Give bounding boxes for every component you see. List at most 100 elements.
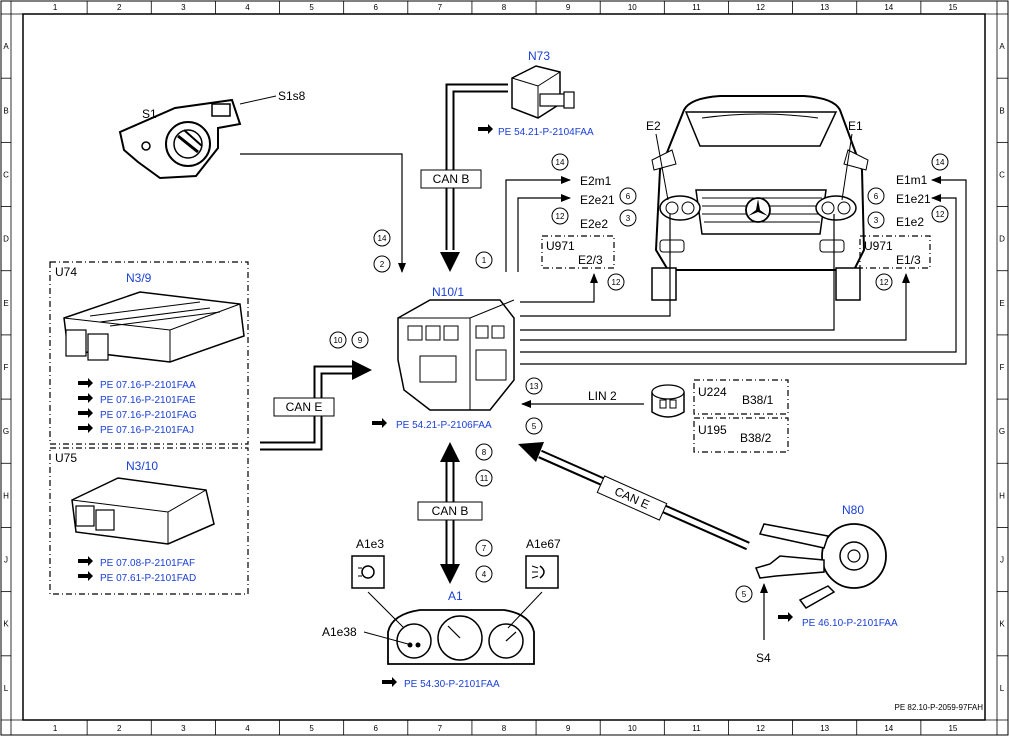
marker-l14: 14 — [551, 153, 569, 171]
grid-column-label: 14 — [884, 724, 893, 733]
label-e1e21: E1e21 — [896, 192, 931, 206]
reference-link[interactable]: PE 07.08-P-2101FAF — [78, 556, 195, 569]
marker-r12a: 12 — [931, 205, 949, 223]
svg-text:3: 3 — [626, 214, 631, 223]
label-n3-10: N3/10 — [126, 459, 158, 473]
sam-module-n10-1[interactable] — [397, 299, 515, 411]
grid-row-label: C — [999, 170, 1005, 179]
u74-references: PE 07.16-P-2101FAA PE 07.16-P-2101FAE PE 0… — [78, 378, 197, 436]
label-u74: U74 — [55, 265, 77, 279]
reference-link[interactable]: PE 07.16-P-2101FAE — [78, 393, 196, 406]
ref-a1[interactable]: PE 54.30-P-2101FAA — [382, 677, 500, 690]
grid-row-label: G — [3, 427, 9, 436]
grid-column-label: 15 — [948, 724, 957, 733]
svg-text:PE 54.30-P-2101FAA: PE 54.30-P-2101FAA — [404, 679, 500, 690]
grid-column-label: 1 — [53, 724, 58, 733]
label-a1e3: A1e3 — [356, 537, 384, 551]
lin2-label: LIN 2 — [588, 389, 617, 403]
reference-hand-icon — [478, 124, 493, 134]
ignition-switch-s1[interactable] — [118, 98, 242, 180]
marker-14a: 14 — [373, 229, 391, 247]
grid-column-label: 1 — [53, 3, 58, 12]
reference-hand-icon — [372, 418, 387, 428]
reference-hand-icon — [382, 677, 397, 687]
label-u224: U224 — [698, 385, 727, 399]
svg-text:5: 5 — [532, 422, 537, 431]
marker-7: 7 — [475, 539, 493, 557]
marker-13: 13 — [525, 377, 543, 395]
svg-text:10: 10 — [334, 336, 343, 345]
svg-text:4: 4 — [482, 570, 487, 579]
instrument-cluster-a1[interactable] — [387, 609, 535, 665]
label-u75: U75 — [55, 451, 77, 465]
svg-text:3: 3 — [874, 216, 879, 225]
svg-text:PE 07.61-P-2101FAD: PE 07.61-P-2101FAD — [100, 573, 196, 584]
label-e1: E1 — [848, 119, 863, 133]
ref-n10-1[interactable]: PE 54.21-P-2106FAA — [372, 418, 492, 431]
label-u195: U195 — [698, 423, 727, 437]
right-u971-box — [859, 235, 931, 269]
label-b38-2: B38/2 — [740, 431, 772, 445]
label-right-u971: U971 — [864, 239, 893, 253]
grid-column-label: 3 — [181, 3, 186, 12]
grid-row-label: L — [4, 684, 9, 693]
reference-hand-icon — [78, 571, 93, 581]
grid-row-label: D — [999, 235, 1005, 244]
grid-column-label: 14 — [884, 3, 893, 12]
grid-row-label: A — [3, 42, 9, 51]
engine-control-unit-n3-9[interactable] — [63, 291, 245, 363]
reference-hand-icon — [78, 408, 93, 418]
marker-2a: 2 — [373, 255, 391, 273]
can-b-top-label: CAN B — [433, 172, 470, 186]
label-e2m1: E2m1 — [580, 174, 612, 188]
grid-column-label: 11 — [692, 3, 701, 12]
svg-text:14: 14 — [556, 158, 565, 167]
grid-column-label: 11 — [692, 724, 701, 733]
marker-10: 10 — [329, 331, 347, 349]
rain-light-sensor-b38[interactable] — [651, 384, 685, 418]
grid-column-label: 4 — [245, 3, 250, 12]
marker-4: 4 — [475, 565, 493, 583]
reference-hand-icon — [78, 556, 93, 566]
grid-row-label: D — [3, 235, 9, 244]
grid-column-label: 13 — [820, 3, 829, 12]
steering-column-module-n80[interactable] — [754, 523, 887, 609]
a1e3-indicator-icon — [351, 555, 385, 589]
ref-n73[interactable]: PE 54.21-P-2104FAA — [478, 124, 594, 138]
reference-link[interactable]: PE 07.16-P-2101FAJ — [78, 423, 194, 436]
ref-n80[interactable]: PE 46.10-P-2101FAA — [778, 612, 898, 629]
marker-l12a: 12 — [551, 207, 569, 225]
reference-link[interactable]: PE 07.16-P-2101FAG — [78, 408, 197, 421]
grid-row-label: G — [999, 427, 1005, 436]
left-u971-box — [541, 235, 615, 269]
marker-r6: 6 — [867, 187, 885, 205]
grid-column-label: 9 — [566, 3, 571, 12]
label-e2: E2 — [646, 119, 661, 133]
reference-link[interactable]: PE 07.61-P-2101FAD — [78, 571, 196, 584]
svg-text:9: 9 — [358, 336, 363, 345]
grid-column-label: 7 — [438, 724, 443, 733]
electronic-ignition-lock-n73[interactable] — [511, 65, 575, 119]
engine-control-unit-n3-10[interactable] — [71, 477, 215, 545]
label-e1e2: E1e2 — [896, 215, 924, 229]
label-a1e67: A1e67 — [526, 537, 561, 551]
svg-text:12: 12 — [612, 278, 621, 287]
can-b-bottom-label: CAN B — [432, 504, 469, 518]
grid-column-label: 4 — [245, 724, 250, 733]
grid-row-label: H — [999, 491, 1005, 500]
label-n73: N73 — [528, 49, 550, 63]
marker-l6: 6 — [619, 187, 637, 205]
grid-column-label: 12 — [756, 724, 765, 733]
grid-row-label: A — [999, 42, 1005, 51]
grid-column-label: 2 — [117, 3, 122, 12]
grid-column-label: 15 — [948, 3, 957, 12]
grid-row-label: B — [3, 106, 8, 115]
marker-l12b: 12 — [607, 273, 625, 291]
label-left-u971: U971 — [546, 239, 575, 253]
reference-hand-icon — [78, 378, 93, 388]
vehicle-front-view — [651, 95, 869, 301]
reference-link[interactable]: PE 07.16-P-2101FAA — [78, 378, 196, 391]
marker-5b: 5 — [735, 585, 753, 603]
